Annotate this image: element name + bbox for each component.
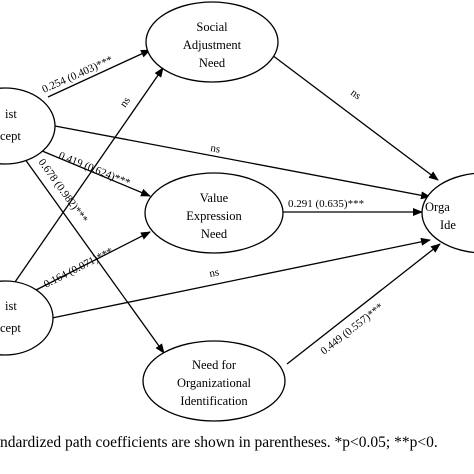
node-right: Orga Ide	[421, 172, 474, 254]
node-value-line-2: Expression	[186, 209, 242, 223]
node-right-line-2: Ide	[440, 218, 456, 232]
node-left-bottom-line-2: cept	[0, 321, 21, 335]
node-value-line-3: Need	[201, 227, 228, 241]
label-lt-social: 0.254 (0.403)***	[40, 54, 114, 96]
edge-left-top-to-right	[54, 125, 431, 200]
edges	[14, 49, 441, 365]
node-left-top: ist cept	[0, 87, 56, 165]
edge-left-top-to-need-org	[21, 154, 165, 354]
node-need-org-line-1: Need for	[192, 358, 237, 372]
node-left-bottom-line-1: ist	[5, 299, 17, 313]
edge-social-to-right	[271, 54, 439, 181]
label-social-right: ns	[348, 87, 363, 102]
edge-left-bottom-to-social	[14, 67, 164, 283]
edge-need-org-to-right	[286, 243, 441, 365]
node-left-top-line-1: ist	[5, 107, 17, 121]
node-social-line-2: Adjustment	[183, 38, 242, 52]
label-lb-value: 0.164 (0.071)***	[42, 245, 115, 290]
node-left-top-line-2: cept	[0, 129, 21, 143]
label-lb-right: ns	[208, 266, 220, 280]
node-need-org-line-3: Identification	[180, 394, 248, 408]
node-left-bottom: ist cept	[0, 280, 54, 356]
edge-left-top-to-value	[34, 147, 151, 197]
node-social-line-3: Need	[199, 56, 226, 70]
edge-left-bottom-to-right	[51, 237, 431, 319]
label-lt-right: ns	[209, 142, 221, 156]
label-lb-social: ns	[118, 95, 133, 110]
node-need-for-organizational-identification: Need for Organizational Identification	[142, 340, 286, 422]
node-right-line-1: Orga	[425, 200, 450, 214]
node-value-line-1: Value	[200, 191, 229, 205]
edge-left-bottom-to-value	[35, 231, 151, 291]
footnote: ndardized path coefficients are shown in…	[0, 434, 438, 451]
node-value-expression-need: Value Expression Need	[144, 172, 284, 254]
edge-left-top-to-social	[47, 49, 151, 98]
label-lt-value: 0.419 (0.624)***	[57, 150, 132, 190]
node-need-org-line-2: Organizational	[177, 376, 252, 390]
node-social-line-1: Social	[196, 20, 228, 34]
label-need-right: 0.449 (0.557)***	[318, 301, 385, 357]
node-social-adjustment-need: Social Adjustment Need	[145, 1, 279, 83]
label-value-right: 0.291 (0.635)***	[288, 198, 364, 210]
